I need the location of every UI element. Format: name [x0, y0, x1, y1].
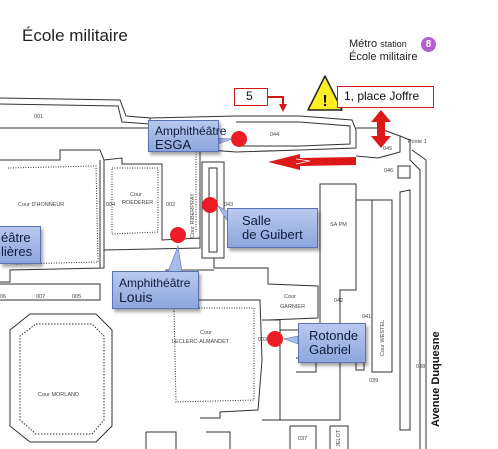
pointer-louis [167, 244, 183, 273]
label-garnier-2: GARNIER [280, 304, 305, 310]
metro-label: Métro [349, 38, 378, 50]
cour-roederer-frame [103, 157, 201, 251]
callout-louis[interactable]: Amphithéâtre Louis [112, 271, 199, 309]
entrance-double-arrow [371, 110, 391, 148]
direction-arrow [268, 154, 356, 170]
building-045 [355, 127, 401, 159]
callout-gabriel-line1: Rotonde [309, 328, 359, 343]
pointer-esga [217, 137, 233, 145]
metro-info: Métro station École militaire [349, 38, 417, 64]
label-jelot: JELOT [336, 429, 342, 447]
callout-esga-line1: Amphithéâtre [155, 124, 227, 138]
callout-louis-line1: Amphithéâtre [119, 276, 191, 290]
label-poste: Poste 1 [408, 139, 427, 145]
number-arrow [268, 96, 284, 106]
building-north-wing [0, 97, 151, 129]
label-riberpray: Cour RIBERPRAY [190, 193, 196, 238]
marker-gabriel[interactable] [267, 331, 283, 347]
label-005: 005 [72, 294, 81, 300]
cour-morland-octagon [9, 313, 113, 443]
cour-leclerc-frame [166, 299, 263, 419]
metro-line-badge: 8 [421, 37, 436, 52]
label-cour-morland: Cour MORLAND [38, 392, 79, 398]
callout-left-line2: lières [1, 244, 33, 259]
label-roederer-2: ROEDERER [122, 200, 153, 206]
building-044-wing [149, 115, 357, 153]
label-043: 043 [224, 202, 233, 208]
address-box: 1, place Joffre [337, 86, 434, 108]
callout-esga-line2: ESGA [155, 137, 192, 152]
label-westel: Cour WESTEL [380, 320, 386, 356]
label-046: 046 [384, 168, 393, 174]
callout-gabriel[interactable]: Rotonde Gabriel [298, 323, 366, 363]
label-007: 007 [36, 294, 45, 300]
label-garnier-1: Cour [284, 294, 296, 300]
label-042: 042 [334, 298, 343, 304]
marker-guibert[interactable] [202, 197, 218, 213]
building-038 [399, 189, 411, 431]
building-041 [371, 199, 393, 373]
map-title: École militaire [22, 26, 128, 45]
label-leclerc-1: Cour [200, 330, 212, 336]
callout-guibert-line2: de Guibert [242, 227, 303, 242]
label-leclerc-2: LECLERC-ALMANDET [172, 339, 230, 345]
label-006: 06 [0, 294, 6, 300]
cour-garnier-frame [213, 258, 319, 321]
number-box: 5 [234, 88, 268, 106]
label-001: 001 [34, 114, 43, 120]
label-003: 003 [258, 337, 267, 343]
label-sapm: SA PM [330, 222, 347, 228]
label-045: 045 [383, 146, 392, 152]
callout-left-partial[interactable]: éâtre lières [0, 226, 41, 264]
svg-text:!: ! [322, 93, 327, 110]
callout-left-line1: éâtre [1, 230, 31, 245]
callout-esga[interactable]: Amphithéâtre ESGA [148, 120, 227, 152]
label-039: 039 [369, 378, 378, 384]
avenue-label: Avenue Duquesne [430, 331, 442, 427]
label-037: 037 [298, 436, 307, 442]
building-south-left [0, 283, 101, 301]
callout-gabriel-line2: Gabriel [309, 342, 351, 357]
room-046-box [397, 165, 411, 179]
metro-station-word: station [380, 39, 407, 49]
pointer-gabriel [282, 335, 299, 345]
label-004: 004 [106, 202, 115, 208]
label-cour-honneur: Cour D'HONNEUR [18, 202, 64, 208]
label-044: 044 [270, 132, 279, 138]
label-002: 002 [166, 202, 175, 208]
marker-louis[interactable] [170, 227, 186, 243]
label-041: 041 [362, 314, 371, 320]
label-038: 038 [416, 364, 425, 370]
label-roederer-1: Cour [130, 192, 142, 198]
metro-station-name: École militaire [349, 51, 418, 63]
marker-esga[interactable] [231, 131, 247, 147]
callout-louis-line2: Louis [119, 289, 153, 305]
callout-guibert-line1: Salle [242, 213, 271, 228]
callout-guibert[interactable]: Salle de Guibert [227, 208, 318, 248]
warning-icon: ! [307, 75, 343, 111]
